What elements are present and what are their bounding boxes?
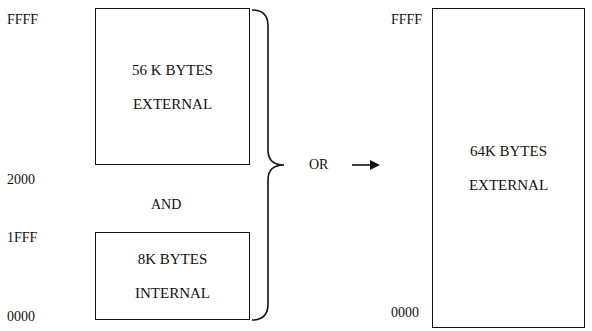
address-label: 0000 <box>6 309 36 325</box>
address-label: 1FFF <box>6 230 38 246</box>
address-label: FFFF <box>6 12 39 28</box>
memory-block: 8K BYTES INTERNAL <box>95 232 250 320</box>
address-label: 2000 <box>6 172 36 188</box>
operator-word: OR <box>308 157 329 173</box>
address-label: FFFF <box>390 12 423 28</box>
arrow-head <box>370 160 380 170</box>
operator-word: AND <box>150 197 182 213</box>
block-label: 8K BYTES INTERNAL <box>132 242 214 310</box>
block-label: 64K BYTES EXTERNAL <box>468 134 550 202</box>
curly-brace <box>252 10 284 320</box>
address-label: 0000 <box>390 305 420 321</box>
memory-block: 64K BYTES EXTERNAL <box>432 8 585 328</box>
block-label: 56 K BYTES EXTERNAL <box>132 53 214 121</box>
memory-block: 56 K BYTES EXTERNAL <box>95 8 250 165</box>
